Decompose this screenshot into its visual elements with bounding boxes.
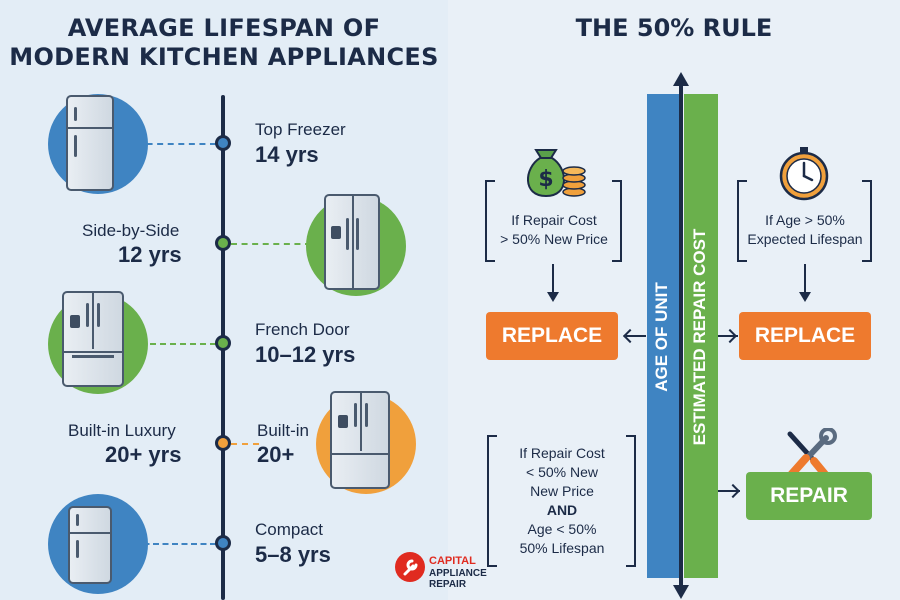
cost-condition-line1: If Repair Cost <box>511 212 597 228</box>
top-freezer-years: 14 yrs <box>255 142 319 167</box>
timeline-dot <box>215 535 231 551</box>
top-freezer-fridge-icon <box>66 95 114 191</box>
repair-cost-axis-bar <box>684 94 718 578</box>
french-door-years: 10–12 yrs <box>255 342 356 367</box>
wrench-badge-icon <box>395 552 425 582</box>
age-condition-line2: Expected Lifespan <box>747 231 863 247</box>
compact-name: Compact <box>255 520 324 539</box>
arrow-down-icon <box>799 292 811 302</box>
bracket-right <box>626 435 636 567</box>
repair-cost-axis-label: ESTIMATED REPAIR COST <box>690 228 709 446</box>
built-in-name: Built-in <box>257 421 309 440</box>
built-in-years: 20+ <box>257 442 295 467</box>
age-condition-line1: If Age > 50% <box>765 212 845 228</box>
cost-condition: If Repair Cost > 50% New Price <box>490 211 618 249</box>
arrow-line <box>804 264 806 294</box>
money-bag-icon: $ <box>518 138 588 200</box>
svg-text:$: $ <box>538 167 553 192</box>
logo-line1: CAPITAL <box>429 555 476 567</box>
arrow-line <box>552 264 554 294</box>
bracket-left <box>487 435 497 567</box>
connector <box>231 243 311 245</box>
age-axis-label: AGE OF UNIT <box>652 282 671 392</box>
top-freezer-name: Top Freezer <box>255 120 346 139</box>
arrow-down-icon <box>673 585 689 599</box>
arrow-line <box>718 335 738 337</box>
arrow-line <box>718 490 740 492</box>
built-in-fridge-icon <box>330 391 390 489</box>
timeline-dot <box>215 335 231 351</box>
repair-condition-and: AND <box>546 502 578 518</box>
repair-button: REPAIR <box>746 472 872 520</box>
connector <box>140 343 216 345</box>
rule-title: THE 50% RULE <box>575 14 773 42</box>
replace-button-right: REPLACE <box>739 312 871 360</box>
capital-appliance-repair-logo: CAPITAL APPLIANCE REPAIR <box>393 548 523 590</box>
repair-condition-line1: If Repair Cost <box>519 445 605 461</box>
bracket-left <box>485 180 495 262</box>
bracket-right <box>612 180 622 262</box>
cost-condition-line2: > 50% New Price <box>500 231 608 247</box>
timeline-dot <box>215 235 231 251</box>
timeline-dot <box>215 435 231 451</box>
compact-years: 5–8 yrs <box>255 542 331 567</box>
bracket-right <box>862 180 872 262</box>
age-condition: If Age > 50% Expected Lifespan <box>742 211 868 249</box>
arrow-down-icon <box>547 292 559 302</box>
repair-condition: If Repair Cost < 50% New New Price AND A… <box>494 444 630 558</box>
axis-arrow <box>679 80 683 590</box>
lifespan-title: AVERAGE LIFESPAN OF MODERN KITCHEN APPLI… <box>0 14 448 72</box>
age-axis-bar <box>647 94 679 578</box>
french-door-fridge-icon <box>62 291 124 387</box>
compact-fridge-icon <box>68 506 112 584</box>
side-by-side-name: Side-by-Side <box>82 221 180 240</box>
logo-line2: APPLIANCE REPAIR <box>429 568 487 590</box>
side-by-side-years: 12 yrs <box>118 242 182 267</box>
repair-condition-line3: New Price <box>530 483 594 499</box>
connector <box>231 443 259 445</box>
replace-button-left: REPLACE <box>486 312 618 360</box>
connector <box>136 143 216 145</box>
arrow-up-icon <box>673 72 689 86</box>
connector <box>134 543 216 545</box>
built-in-luxury-name: Built-in Luxury <box>68 421 176 440</box>
french-door-name: French Door <box>255 320 350 339</box>
repair-condition-line4: Age < 50% <box>527 521 597 537</box>
clock-icon <box>776 146 832 202</box>
lifespan-title-line1: AVERAGE LIFESPAN OF <box>67 14 381 42</box>
repair-condition-line2: < 50% New <box>526 464 598 480</box>
arrow-line <box>626 335 646 337</box>
bracket-left <box>737 180 747 262</box>
lifespan-title-line2: MODERN KITCHEN APPLIANCES <box>9 43 439 71</box>
built-in-luxury-years: 20+ yrs <box>105 442 182 467</box>
side-by-side-fridge-icon <box>324 194 380 290</box>
timeline-dot <box>215 135 231 151</box>
repair-condition-line5: 50% Lifespan <box>519 540 605 556</box>
